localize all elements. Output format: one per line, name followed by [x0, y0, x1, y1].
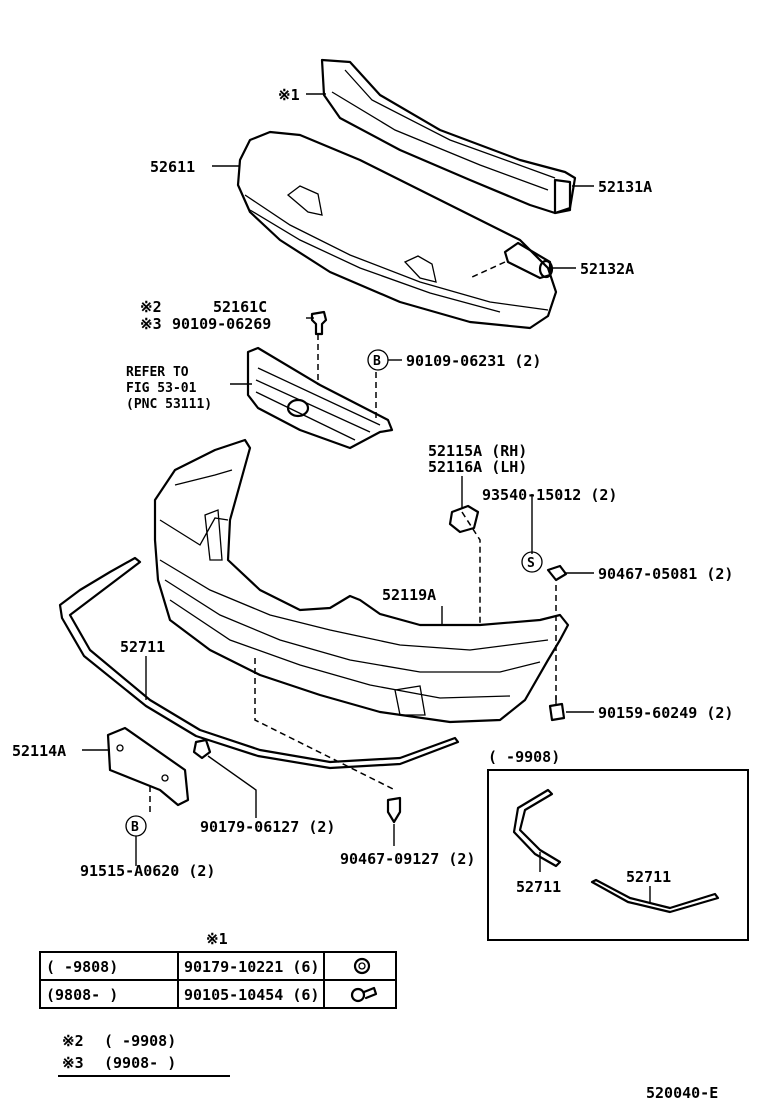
label-52711: 52711 — [120, 638, 165, 656]
reinforcement-52131a — [320, 58, 577, 215]
inset-label-2: 52711 — [626, 868, 671, 886]
mark-2-label: ※2 — [140, 298, 162, 316]
label-52132a: 52132A — [580, 260, 634, 278]
label-52611: 52611 — [150, 158, 195, 176]
part-labels: ※1 52611 52131A 52132A ※2 ※3 52161C 9010… — [12, 86, 733, 880]
label-52161c: 52161C — [213, 298, 267, 316]
note-2-mark: ※2 — [62, 1032, 84, 1050]
license-bracket-52114a — [106, 726, 190, 815]
table-row-1-part: 90179-10221 (6) — [184, 958, 319, 976]
nut-90467-05081 — [546, 564, 568, 582]
absorber-52611 — [236, 130, 558, 330]
nut-icon — [353, 957, 371, 975]
label-90179-06127: 90179-06127 (2) — [200, 818, 335, 836]
table-row-1-period: ( -9808) — [46, 958, 118, 976]
circle-b-marker-bottom — [125, 815, 147, 837]
inset-title: ( -9908) — [488, 748, 560, 766]
bumper-cover-52119a — [153, 438, 570, 791]
label-90467-09127: 90467-09127 (2) — [340, 850, 475, 868]
table-row-2-period: (9808- ) — [46, 986, 118, 1004]
mark-3-label: ※3 — [140, 315, 162, 333]
notes: ※2 ( -9908) ※3 (9908- ) — [58, 1032, 230, 1077]
spacer-52132a — [469, 241, 554, 280]
label-52115a: 52115A (RH) — [428, 442, 527, 460]
bolt-icon — [350, 986, 378, 1003]
clip-90467-09127 — [386, 796, 402, 824]
label-93540-15012: 93540-15012 (2) — [482, 486, 617, 504]
leader-lines — [82, 93, 594, 866]
circle-b-label-top: B — [373, 354, 381, 369]
variant-table: ※1 ( -9808) 90179-10221 (6) (9808- ) 901… — [39, 930, 397, 1009]
circle-b-marker-top — [367, 349, 389, 371]
figure-code: 520040-E — [646, 1084, 718, 1102]
label-52114a: 52114A — [12, 742, 66, 760]
table-header: ※1 — [206, 930, 228, 948]
radiator-grille — [246, 334, 394, 450]
refer-line-3: (PNC 53111) — [126, 397, 212, 412]
label-91515-a0620: 91515-A0620 (2) — [80, 862, 215, 880]
molding-52711 — [58, 556, 460, 770]
label-90467-05081: 90467-05081 (2) — [598, 565, 733, 583]
screw-90159-60249 — [548, 696, 566, 722]
refer-line-1: REFER TO — [126, 365, 189, 380]
mark-1-label: ※1 — [278, 86, 300, 104]
label-52131a: 52131A — [598, 178, 652, 196]
inset-label-1: 52711 — [516, 878, 561, 896]
clip-52161c — [310, 310, 328, 336]
circle-s-label: S — [527, 556, 535, 571]
label-52119a: 52119A — [382, 586, 436, 604]
inset-box: ( -9908) 52711 52711 — [487, 748, 749, 941]
label-52116a: 52116A (LH) — [428, 458, 527, 476]
circle-b-label-bottom: B — [131, 820, 139, 835]
retainer-52115a — [448, 504, 480, 534]
note-2-period: ( -9908) — [104, 1032, 176, 1050]
label-90159-60249: 90159-60249 (2) — [598, 704, 733, 722]
label-90109-06269: 90109-06269 — [172, 315, 271, 333]
note-3-mark: ※3 — [62, 1054, 84, 1072]
table-row-2-part: 90105-10454 (6) — [184, 986, 319, 1004]
circle-s-marker — [521, 551, 543, 573]
note-3-period: (9908- ) — [104, 1054, 176, 1072]
clip-90179-06127 — [192, 738, 212, 760]
refer-line-2: FIG 53-01 — [126, 381, 197, 396]
label-90109-06231: 90109-06231 (2) — [406, 352, 541, 370]
